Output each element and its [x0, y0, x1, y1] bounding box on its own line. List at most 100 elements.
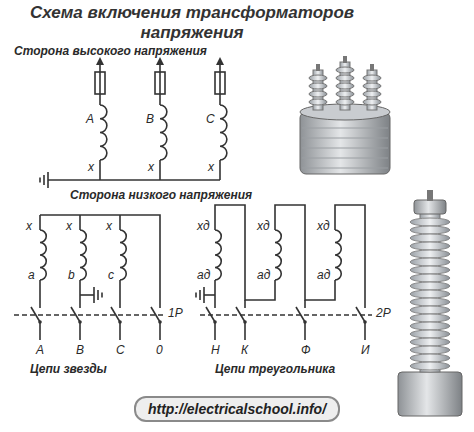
- bushing-shed: [336, 91, 354, 97]
- ground-symbol: [39, 178, 41, 183]
- section-heading: Сторона высокого напряжения: [14, 44, 207, 58]
- section-heading: Сторона низкого напряжения: [70, 188, 252, 202]
- insulator-shed: [410, 226, 450, 234]
- tank-rib: [302, 128, 388, 129]
- url-box: http://electricalschool.info/: [134, 396, 340, 422]
- terminal: [370, 64, 374, 71]
- wire: [219, 160, 221, 180]
- star-bus: [40, 215, 160, 308]
- insulator-shed: [410, 290, 450, 298]
- fuse-symbol: [155, 72, 165, 94]
- switch-link: [200, 314, 372, 316]
- fuse-symbol: [95, 72, 105, 94]
- terminal-label: A: [36, 343, 44, 357]
- terminal-label: B: [76, 343, 84, 357]
- bushing-shed: [309, 99, 327, 105]
- transformer-base: [398, 372, 462, 416]
- switch-pivot: [118, 320, 122, 324]
- ground-symbol: [47, 172, 49, 188]
- wire: [39, 280, 41, 308]
- ground-symbol: [101, 293, 103, 298]
- coil-winding: [40, 230, 46, 280]
- bushing-shed: [336, 99, 354, 105]
- terminal-label: Н: [211, 343, 220, 357]
- ground-symbol: [97, 290, 99, 300]
- insulator-shed: [410, 362, 450, 370]
- switch-pivot: [158, 320, 162, 324]
- coil-winding: [100, 105, 107, 160]
- terminal: [427, 190, 433, 201]
- terminal: [343, 56, 347, 63]
- fuse-element: [159, 72, 161, 94]
- fuse-symbol: [215, 72, 225, 94]
- insulator-shed: [410, 330, 450, 338]
- bushing-shed: [309, 91, 327, 97]
- coil-winding: [160, 105, 167, 160]
- transformer-tank: [300, 112, 390, 174]
- ground-symbol: [203, 287, 205, 303]
- wire: [159, 94, 161, 105]
- bushing-shed: [336, 75, 354, 81]
- wire: [119, 280, 121, 308]
- terminal-label: ад: [317, 268, 330, 282]
- wire: [244, 322, 246, 340]
- switch-pivot: [213, 320, 217, 324]
- ground-symbol: [195, 293, 197, 298]
- insulator-shed: [410, 346, 450, 354]
- terminal-label: c: [108, 268, 114, 282]
- insulator-shed: [410, 306, 450, 314]
- switch-pivot: [243, 320, 247, 324]
- wire: [219, 94, 221, 105]
- wire: [214, 280, 216, 308]
- insulator-shed: [410, 274, 450, 282]
- wire: [79, 280, 81, 308]
- terminal-label: хд: [197, 219, 210, 233]
- terminal-label: И: [361, 343, 370, 357]
- terminal-label: C: [116, 343, 125, 357]
- terminal-label: К: [241, 343, 248, 357]
- diagram-title: Схема включения трансформаторов напряжен…: [22, 3, 362, 43]
- coil-winding: [220, 105, 227, 160]
- insulator-shed: [410, 266, 450, 274]
- wire: [79, 322, 81, 340]
- wire: [204, 294, 215, 296]
- insulator-shed: [410, 242, 450, 250]
- bushing-shed: [363, 83, 381, 89]
- insulator-shed: [410, 282, 450, 290]
- insulator-shed: [410, 258, 450, 266]
- terminal-label: A: [86, 112, 94, 126]
- top-cap: [414, 200, 446, 214]
- terminal-label: x: [106, 219, 112, 233]
- bushing-shed: [336, 67, 354, 73]
- tank-rib: [302, 138, 388, 139]
- terminal-label: C: [206, 112, 215, 126]
- terminal-label: a: [28, 268, 35, 282]
- terminal-label: x: [66, 219, 72, 233]
- terminal-label: 2Р: [376, 306, 391, 320]
- wire: [364, 322, 366, 340]
- wire: [79, 215, 81, 230]
- section-heading: Цепи звезды: [30, 362, 107, 376]
- insulator-shed: [410, 234, 450, 242]
- ground-symbol: [43, 175, 45, 185]
- bushing-shed: [309, 75, 327, 81]
- ground-symbol: [93, 287, 95, 303]
- terminal-label: хд: [317, 219, 330, 233]
- tank-rib: [302, 158, 388, 159]
- wire: [99, 94, 101, 105]
- wire: [215, 205, 275, 300]
- wire: [335, 205, 365, 308]
- bushing-shed: [363, 75, 381, 81]
- tank-rib: [302, 148, 388, 149]
- terminal-label: ад: [257, 268, 270, 282]
- fuse-element: [99, 72, 101, 94]
- bushing-shed: [336, 83, 354, 89]
- insulator-shed: [410, 218, 450, 226]
- terminal-label: 0: [156, 343, 163, 357]
- wire: [214, 322, 216, 340]
- wire: [39, 322, 41, 340]
- terminal-label: x: [208, 160, 214, 174]
- switch-pivot: [363, 320, 367, 324]
- wire: [159, 160, 161, 180]
- url-text: http://electricalschool.info/: [148, 401, 326, 417]
